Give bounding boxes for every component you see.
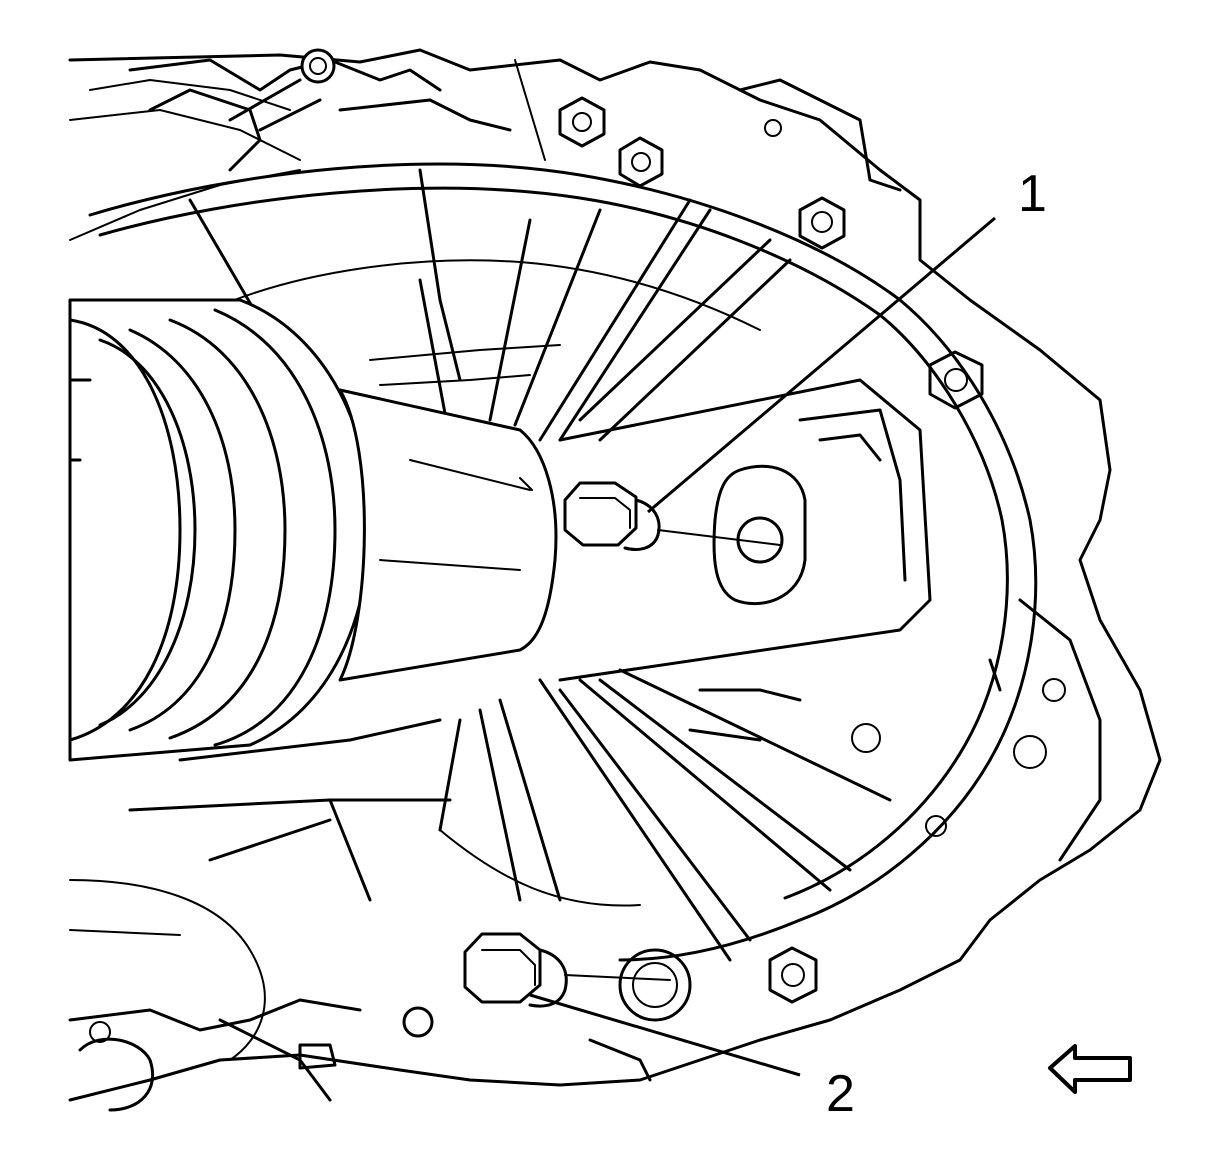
upper-ribs (188, 168, 792, 442)
lower-ribs (128, 668, 892, 962)
lower-details (68, 879, 652, 1112)
axle-boot (68, 298, 372, 762)
bellhousing-rings (88, 162, 1038, 962)
fill-plug (563, 481, 781, 551)
arrow-left-icon (1048, 1044, 1132, 1094)
drain-plug (463, 932, 671, 1008)
shaft (338, 388, 558, 682)
callout-2-label: 2 (826, 1065, 855, 1123)
callout-2-leader (529, 993, 801, 1077)
upper-linkage (128, 48, 546, 172)
upper-bolts (402, 78, 984, 1038)
callout-1-label: 1 (1018, 165, 1047, 223)
callout-1-leader (647, 216, 996, 514)
